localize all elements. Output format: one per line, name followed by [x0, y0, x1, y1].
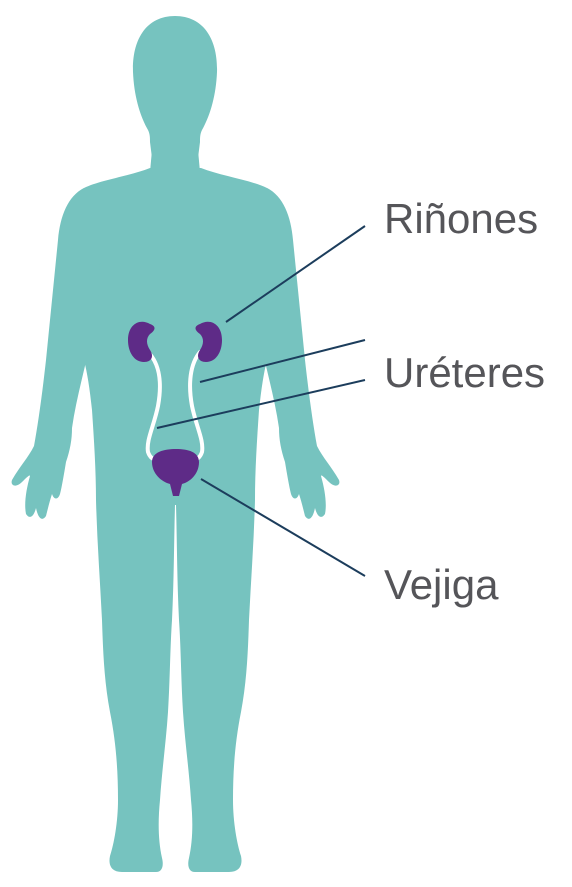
head — [133, 16, 217, 158]
left-arm — [12, 188, 100, 519]
label-ureters: Uréteres — [384, 352, 545, 394]
label-kidneys: Riñones — [384, 198, 538, 240]
right-arm — [251, 188, 339, 519]
label-bladder: Vejiga — [384, 564, 498, 606]
body-silhouette — [12, 16, 340, 872]
